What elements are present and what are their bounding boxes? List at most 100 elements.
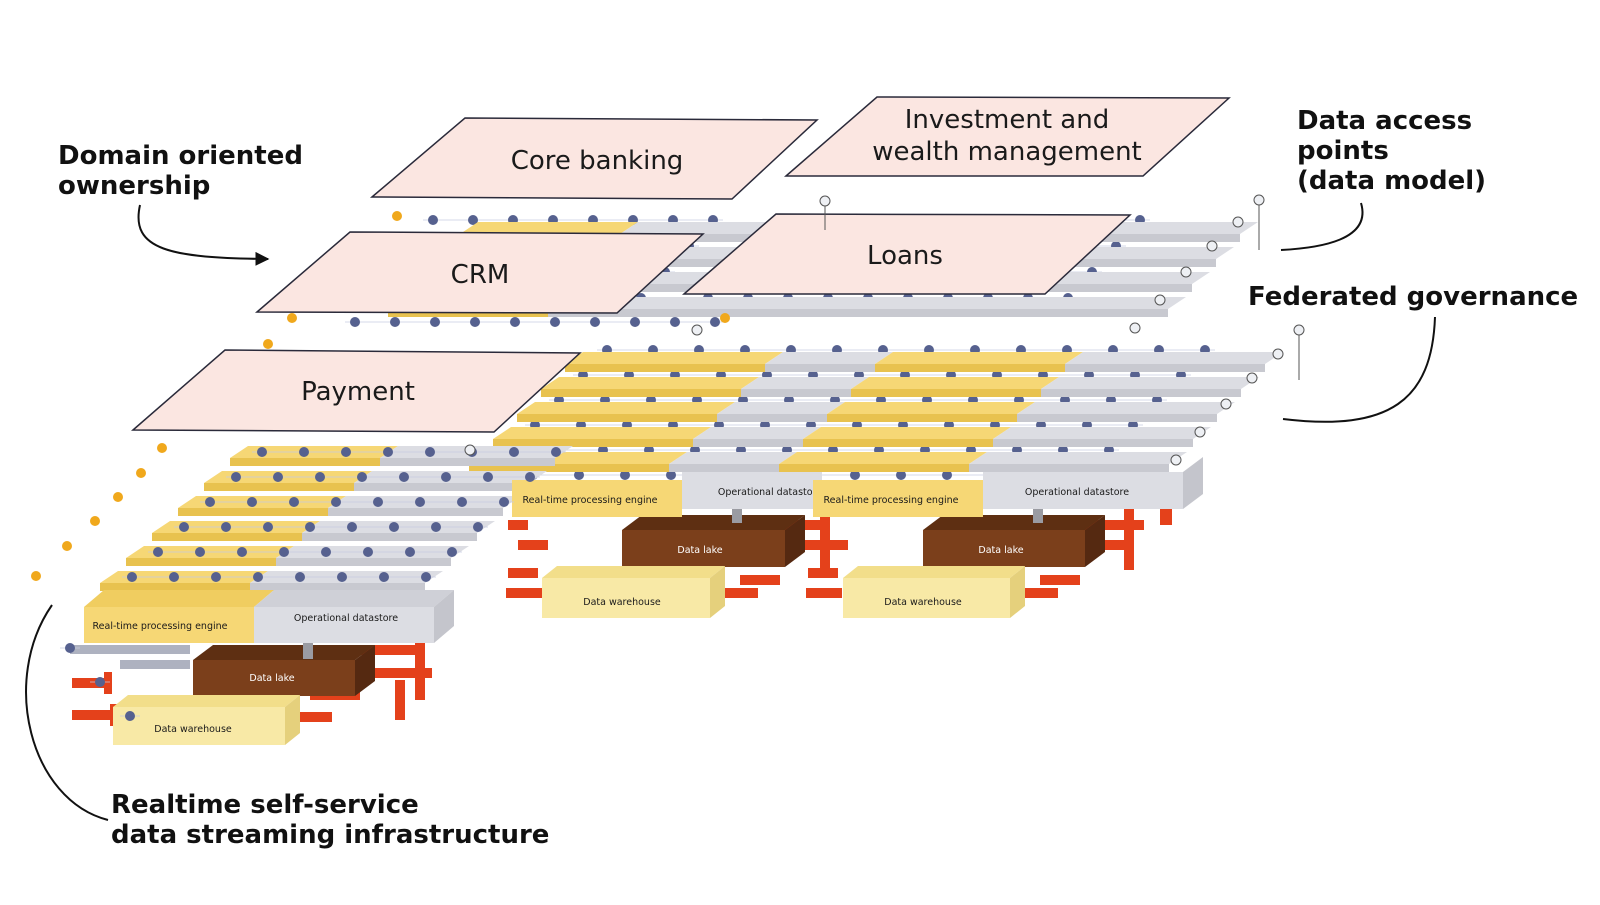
lattice-node xyxy=(231,472,241,482)
data-warehouse-label-middle: Data warehouse xyxy=(583,597,661,608)
lattice-node xyxy=(620,470,630,480)
lattice-node xyxy=(509,447,519,457)
lattice-slab-face xyxy=(517,414,717,422)
access-pin xyxy=(691,324,703,336)
lattice-node xyxy=(470,317,480,327)
star-icon xyxy=(31,571,41,581)
lattice-node xyxy=(942,470,952,480)
lattice-slab xyxy=(493,427,711,439)
lattice-node xyxy=(179,522,189,532)
infrastructure-connector xyxy=(25,604,109,821)
operational-datastore-box-front xyxy=(254,607,434,643)
data-lake-box-middle xyxy=(622,530,785,567)
lattice-slab-face xyxy=(152,533,302,541)
lattice-slab xyxy=(993,427,1211,439)
lattice-node xyxy=(337,572,347,582)
access-pin xyxy=(1220,398,1232,410)
plane-crm-label: CRM xyxy=(451,260,510,290)
lattice-node xyxy=(257,447,267,457)
plane-payment xyxy=(131,349,582,433)
lattice-slab xyxy=(517,402,735,414)
lattice-node xyxy=(315,472,325,482)
access-pin xyxy=(1253,194,1265,206)
data-lake-label-right: Data lake xyxy=(978,545,1023,556)
lattice-node xyxy=(447,547,457,557)
lattice-node xyxy=(441,472,451,482)
operational-datastore-label-front: Operational datastore xyxy=(294,613,398,624)
lattice-slab xyxy=(851,377,1059,389)
lattice-node xyxy=(95,677,105,687)
lattice-node xyxy=(525,472,535,482)
lattice-slab-face xyxy=(717,414,827,422)
lattice-node xyxy=(896,470,906,480)
lattice-slab-face xyxy=(875,364,1065,372)
callout-domain-ownership: Domain oriented ownership xyxy=(58,141,303,201)
lattice-slab xyxy=(827,402,1035,414)
lattice-node xyxy=(305,522,315,532)
lattice-node xyxy=(590,317,600,327)
lattice-node xyxy=(666,470,676,480)
plane-investment xyxy=(783,96,1231,177)
access-pin xyxy=(1206,240,1218,252)
access-point-pins xyxy=(464,194,1305,466)
realtime-engine-label-front: Real-time processing engine xyxy=(92,621,227,632)
operational-datastore-box-middle xyxy=(682,472,822,509)
lattice-slab-face xyxy=(765,364,875,372)
ownership-arrow xyxy=(137,204,270,266)
lattice-node xyxy=(510,317,520,327)
lattice-node xyxy=(205,497,215,507)
operational-datastore-label-middle: Operational datastore xyxy=(718,487,822,498)
lattice-slab-face xyxy=(302,533,477,541)
lattice-slab xyxy=(717,402,845,414)
lattice-slab xyxy=(541,377,759,389)
lattice-slab-face xyxy=(1065,364,1265,372)
lattice-node xyxy=(350,317,360,327)
lattice-slab xyxy=(875,352,1083,364)
lattice-node xyxy=(169,572,179,582)
star-icon xyxy=(263,339,273,349)
lattice-slab-face xyxy=(100,583,250,591)
lattice-slab xyxy=(779,452,987,464)
lattice-slab-face xyxy=(178,508,328,516)
lattice-node xyxy=(153,547,163,557)
lattice-node xyxy=(457,497,467,507)
lattice-slab xyxy=(1017,402,1235,414)
star-icon xyxy=(113,492,123,502)
lattice-node xyxy=(551,447,561,457)
lattice-node xyxy=(383,447,393,457)
data-lake-box-front xyxy=(193,660,355,696)
lattice-slab-face xyxy=(354,483,529,491)
lattice-node xyxy=(415,497,425,507)
star-icon xyxy=(392,211,402,221)
data-warehouse-label-right: Data warehouse xyxy=(884,597,962,608)
callout-federated-governance: Federated governance xyxy=(1248,282,1579,312)
data-lake-label-front: Data lake xyxy=(249,673,294,684)
access-pin xyxy=(1170,454,1182,466)
access-pin xyxy=(1180,266,1192,278)
lattice-slab-face xyxy=(328,508,503,516)
lattice-node xyxy=(468,215,478,225)
lattice-node xyxy=(263,522,273,532)
access-pin xyxy=(1272,348,1284,360)
lattice-slab xyxy=(1041,377,1259,389)
lattice-slab-face xyxy=(493,439,693,447)
lattice-node xyxy=(405,547,415,557)
access-pin xyxy=(1246,372,1258,384)
lattice-node xyxy=(211,572,221,582)
realtime-engine-box-middle xyxy=(512,480,682,517)
access-points-connector xyxy=(1280,202,1364,251)
data-warehouse-box-front xyxy=(113,707,285,745)
lattice-node xyxy=(347,522,357,532)
lattice-slab xyxy=(693,427,821,439)
lattice-node xyxy=(127,572,137,582)
lattice-node xyxy=(390,317,400,327)
access-pin xyxy=(819,195,831,207)
lattice-grid-front xyxy=(60,447,566,721)
lattice-node xyxy=(430,317,440,327)
lattice-slab-face xyxy=(469,464,669,472)
lattice-slab xyxy=(460,222,638,234)
cluster-front: Data lake Data warehouse Real-time proce… xyxy=(70,590,454,745)
lattice-node xyxy=(425,447,435,457)
lattice-node xyxy=(295,572,305,582)
access-pin xyxy=(464,444,476,456)
